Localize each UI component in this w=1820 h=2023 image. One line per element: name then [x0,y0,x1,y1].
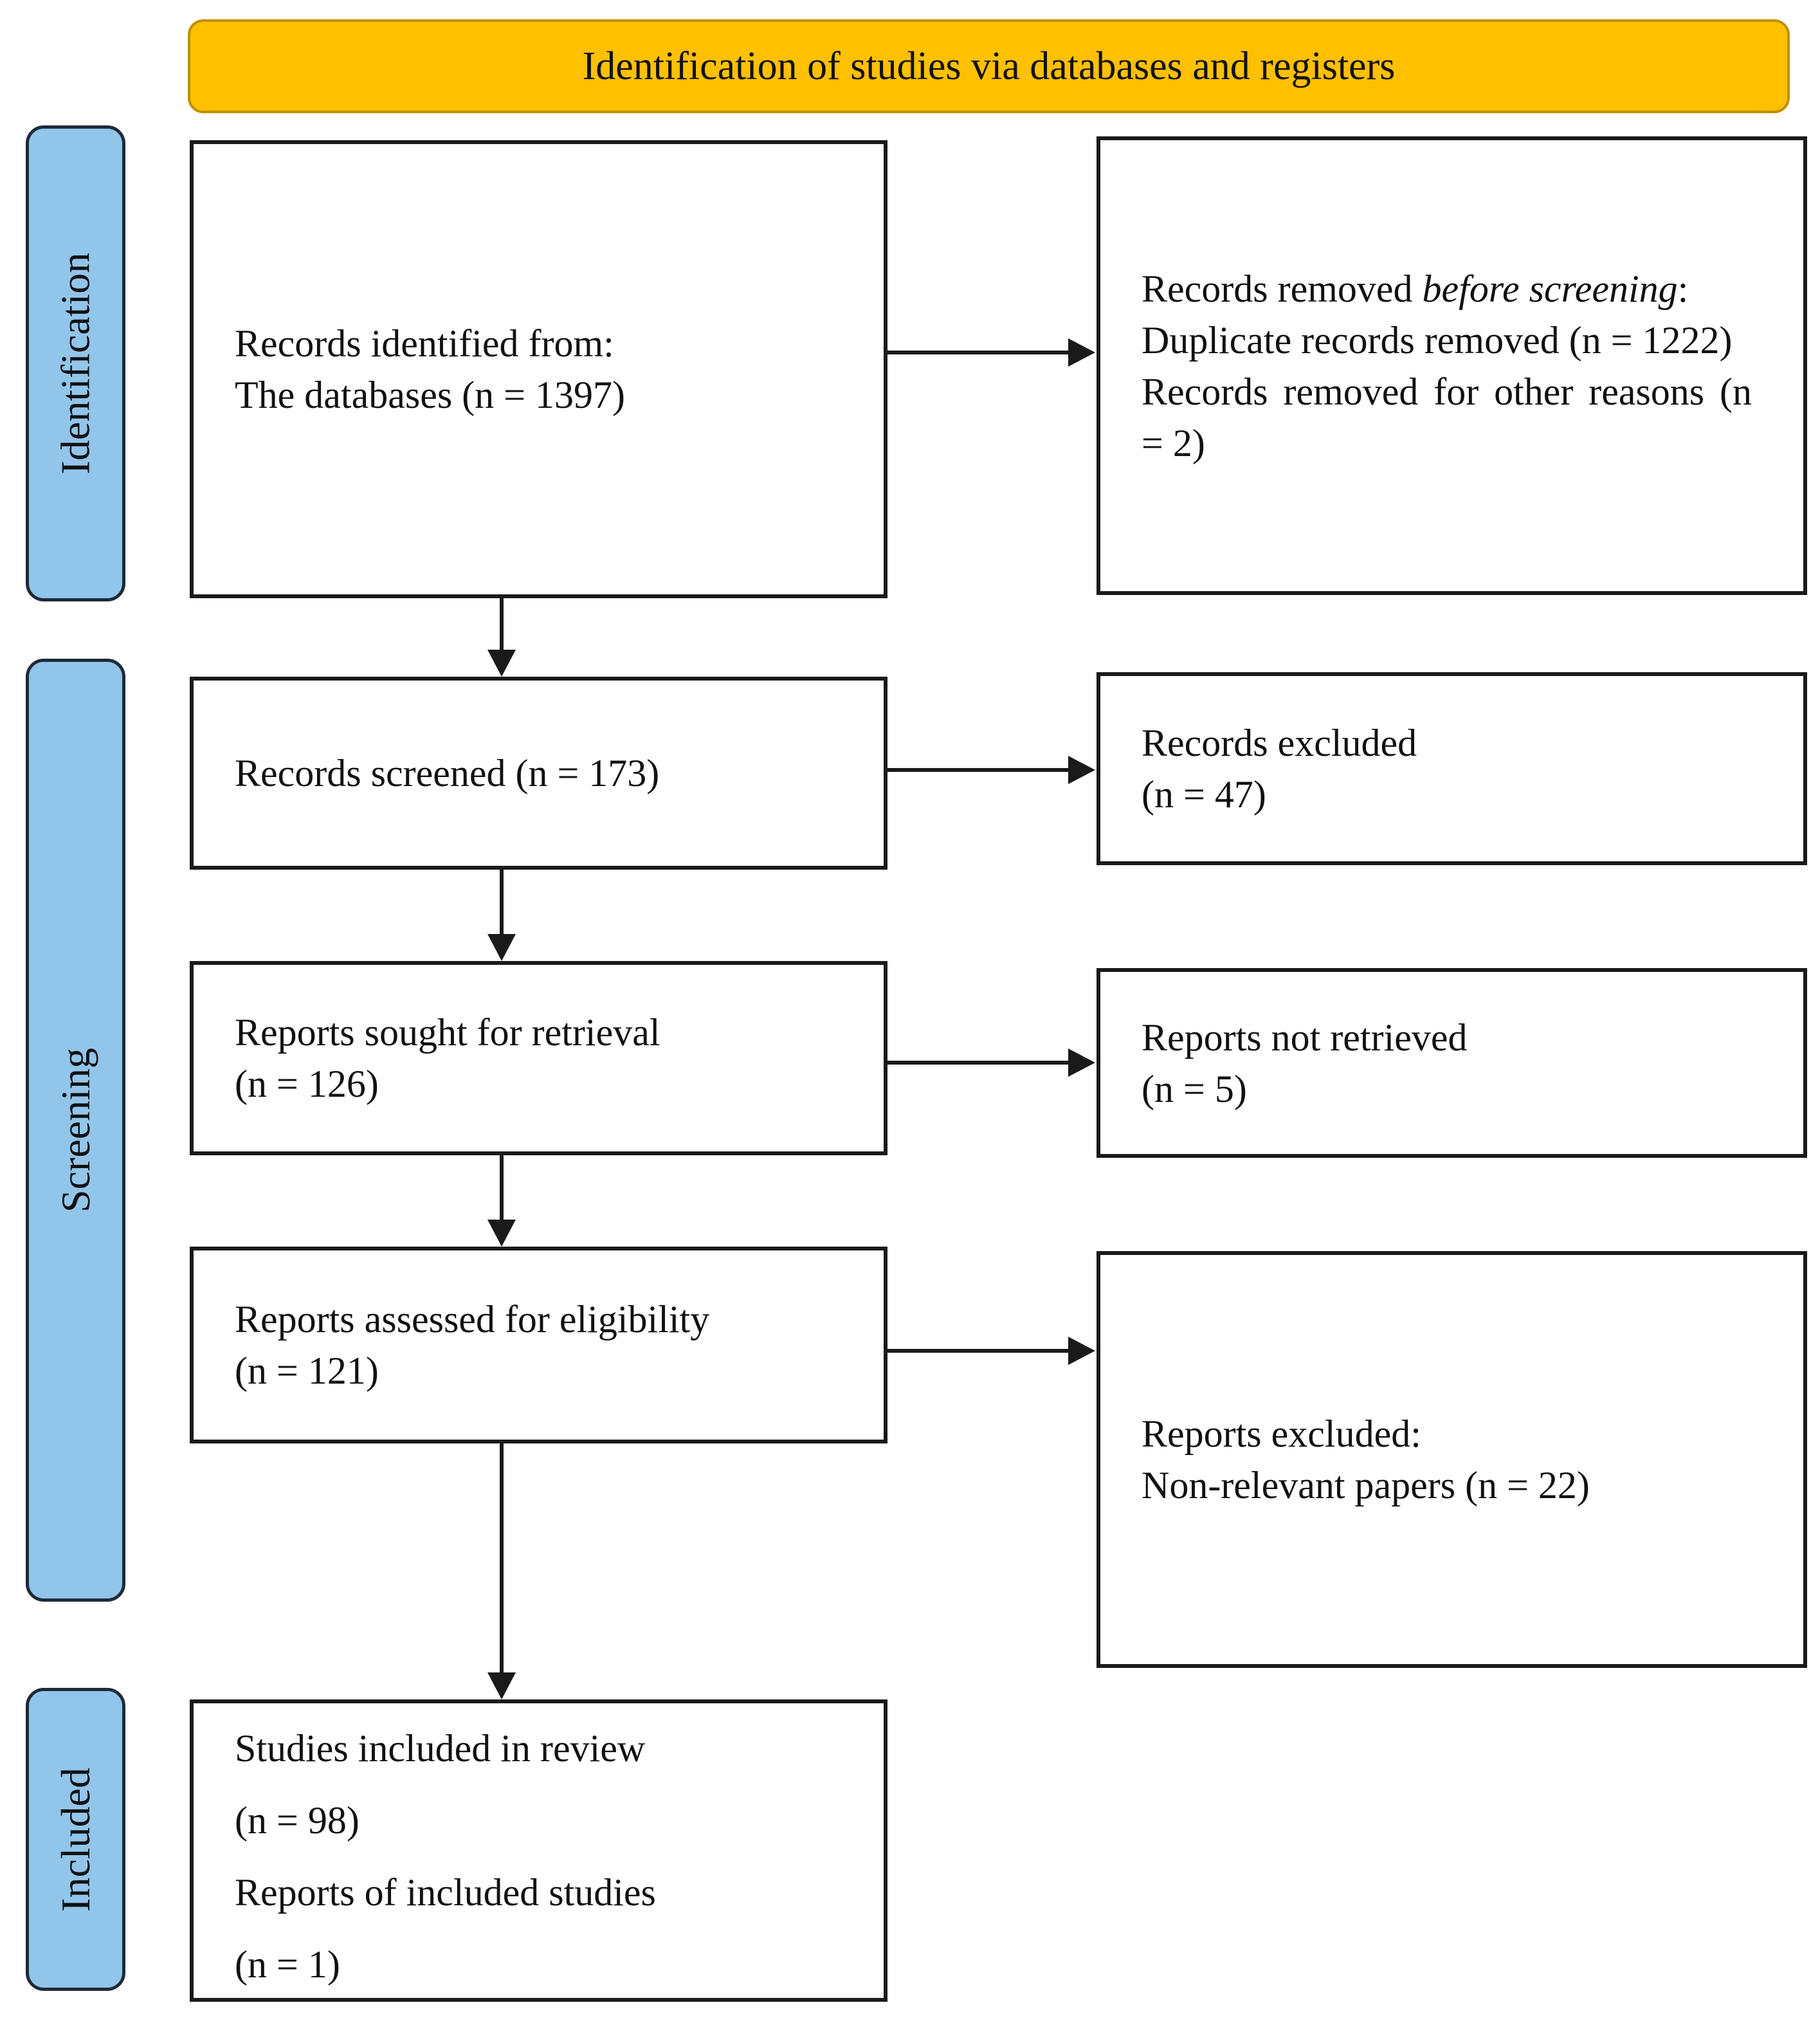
flow-box-text-line: Records removed for other reasons (n = 2… [1142,370,1752,464]
flow-box-text-line: Reports excluded: [1142,1413,1421,1455]
flow-box-reports-assessed: Reports assessed for eligibility (n = 121… [190,1247,887,1443]
flow-box-text-line: Records removed before screening: [1142,267,1689,310]
flow-box-records-identified: Records identified from: The databases (n… [190,140,887,598]
flow-box-records-removed-before-screening: Records removed before screening: Duplica… [1097,136,1807,595]
arrow-sought-to-assessed-head-icon [487,1220,516,1247]
stage-identification-text: Identification [52,252,98,475]
flow-box-reports-not-retrieved: Reports not retrieved (n = 5) [1097,968,1807,1158]
arrow-screened-to-sought-line [500,870,504,935]
stage-label-included: Included [26,1688,125,1991]
flow-box-text-line: (n = 126) [235,1063,379,1105]
flow-box-studies-included: Studies included in review (n = 98) Report… [190,1699,887,2002]
arrow-screened-to-excluded-head-icon [1068,756,1095,784]
arrow-assessed-to-reports-excluded-line [887,1349,1069,1353]
flow-box-text-line: Reports of included studies [235,1871,656,1914]
flow-box-text-line: Records identified from: [235,322,614,365]
flow-box-text-line: The databases (n = 1397) [235,374,625,416]
flow-box-records-screened: Records screened (n = 173) [190,677,887,870]
flow-box-text-line: (n = 121) [235,1350,379,1392]
banner-label: Identification of studies via databases … [582,44,1396,88]
arrow-sought-to-assessed-line [500,1155,504,1221]
arrow-identified-to-removed-line [887,351,1069,354]
stage-label-screening: Screening [26,659,125,1602]
flow-box-text-line: (n = 47) [1142,773,1266,816]
stage-label-identification: Identification [26,125,125,601]
arrow-sought-to-not-retrieved-head-icon [1068,1048,1095,1077]
flow-box-text-line: Records screened (n = 173) [235,752,660,794]
flow-box-text-line: Duplicate records removed (n = 1222) [1142,318,1733,362]
arrow-assessed-to-included-line [500,1443,504,1674]
flow-box-text-line: Reports assessed for eligibility [235,1298,710,1341]
arrow-assessed-to-included-head-icon [487,1672,516,1699]
flow-box-text-line: Non-relevant papers (n = 22) [1142,1464,1590,1506]
flow-box-text-line: (n = 98) [235,1799,359,1842]
stage-screening-text: Screening [52,1048,98,1213]
flow-box-records-excluded: Records excluded (n = 47) [1097,672,1807,865]
flow-box-text-line: Reports not retrieved [1142,1016,1468,1059]
flow-box-reports-sought: Reports sought for retrieval (n = 126) [190,961,887,1155]
flow-box-text-line: (n = 1) [235,1943,340,1986]
arrow-screened-to-excluded-line [887,768,1069,772]
flow-box-text-line: Records excluded [1142,722,1417,764]
arrow-identified-to-screened-line [500,598,504,651]
flow-box-text-line: Reports sought for retrieval [235,1011,660,1054]
arrow-sought-to-not-retrieved-line [887,1061,1069,1065]
flow-box-text-line: (n = 5) [1142,1067,1247,1110]
stage-included-text: Included [52,1767,98,1912]
arrow-identified-to-removed-head-icon [1068,338,1095,367]
arrow-screened-to-sought-head-icon [487,934,516,961]
arrow-identified-to-screened-head-icon [487,650,516,677]
arrow-assessed-to-reports-excluded-head-icon [1068,1337,1095,1365]
banner: Identification of studies via databases … [188,19,1790,113]
flow-box-text-line: Studies included in review [235,1727,646,1770]
flow-box-reports-excluded: Reports excluded: Non-relevant papers (n … [1097,1251,1807,1668]
